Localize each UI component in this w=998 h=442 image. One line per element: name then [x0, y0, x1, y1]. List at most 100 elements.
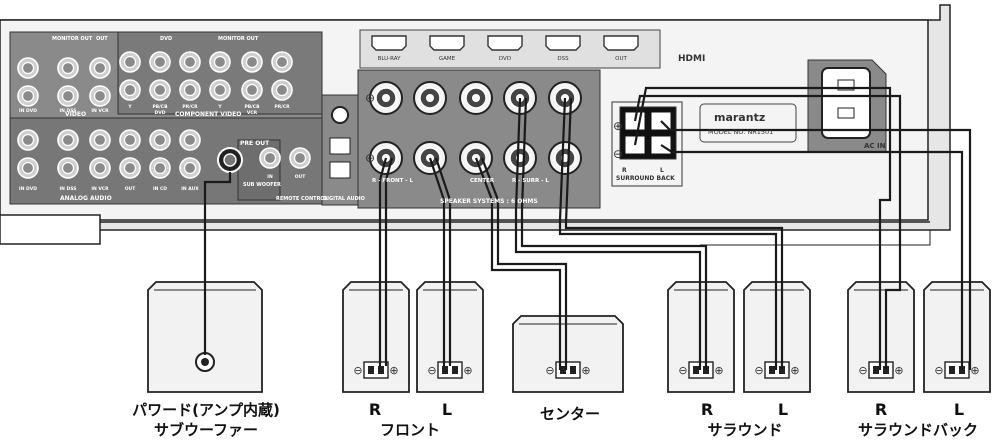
- analog-jack-label: IN DSS: [59, 186, 76, 192]
- terminal-pin: [949, 366, 955, 374]
- terminal-pin: [693, 366, 699, 374]
- rca-jack-inner: [183, 133, 197, 147]
- subwoofer-wire: [203, 172, 232, 355]
- digital-audio-label: DIGITAL AUDIO: [323, 196, 365, 202]
- rca-jack-inner: [21, 89, 35, 103]
- front-l-label: L: [441, 400, 453, 419]
- plus-icon: ⊕: [463, 364, 472, 377]
- wire: [434, 157, 452, 366]
- model-number: MODEL NO. NR1501: [708, 128, 773, 136]
- rca-jack-inner: [61, 133, 75, 147]
- plus-icon: ⊕: [581, 364, 590, 377]
- rca-jack-inner: [275, 83, 289, 97]
- rca-jack-inner: [123, 133, 137, 147]
- rca-jack-inner: [153, 83, 167, 97]
- wire: [633, 94, 902, 370]
- speaker-wires: [203, 86, 972, 370]
- front-terminal-label: R - FRONT - L: [372, 178, 413, 184]
- component-jack-label: Y: [127, 104, 132, 110]
- component-sub-label: VCR: [247, 110, 258, 116]
- ac-inlet: [807, 59, 887, 153]
- rca-jack-inner: [123, 161, 137, 175]
- wire: [564, 97, 784, 370]
- hdmi-port-label: BLU-RAY: [378, 56, 402, 62]
- terminal-pin: [873, 366, 879, 374]
- component-jack-label: PR/CR: [274, 104, 290, 110]
- front-r-label: R: [368, 400, 382, 419]
- minus-icon: ⊖: [427, 364, 436, 377]
- surround-back-l: L: [660, 167, 664, 174]
- analog-jack-label: IN CD: [153, 186, 167, 192]
- surround-back-label: SURROUND BACK: [616, 175, 675, 182]
- rca-jack-inner: [183, 55, 197, 69]
- hdmi-port: [487, 35, 523, 51]
- surround-back-l-label: L: [953, 400, 965, 419]
- hdmi-port: [371, 35, 407, 51]
- minus-icon: ⊖: [545, 364, 554, 377]
- pre-out-label: PRE OUT: [240, 140, 270, 147]
- rca-jack-inner: [263, 151, 277, 165]
- rca-jack-inner: [153, 55, 167, 69]
- minus-icon: ⊖: [754, 364, 763, 377]
- minus-icon: ⊖: [613, 147, 623, 161]
- surround-back-r-label: R: [874, 400, 888, 419]
- video-label: VIDEO: [65, 111, 86, 118]
- rca-jack-inner: [153, 133, 167, 147]
- pre-out-jack-inner: [223, 153, 237, 167]
- hdmi-port-label: GAME: [439, 56, 456, 62]
- terminal-pin: [368, 366, 374, 374]
- subwoofer-caption-line2: サブウーファー: [153, 421, 259, 439]
- analog-jack-label: OUT: [125, 186, 136, 192]
- wire: [378, 157, 388, 366]
- surround-caption: サラウンド: [707, 421, 783, 439]
- surround-back-r: R: [622, 167, 627, 174]
- video-jack-label: IN DVD: [19, 108, 37, 114]
- analog-jack-label: IN DVD: [19, 186, 37, 192]
- front-caption: フロント: [379, 421, 440, 439]
- speaker-cabinet: [512, 315, 624, 393]
- binding-post-hole: [426, 94, 434, 102]
- terminal-pin: [769, 366, 775, 374]
- analog-audio-label: ANALOG AUDIO: [60, 195, 112, 202]
- remote-jack-label: OUT: [295, 174, 306, 180]
- monitor-out-label: MONITOR OUT: [218, 36, 259, 42]
- rca-jack-inner: [93, 133, 107, 147]
- component-jack-label: PB/CB: [244, 104, 260, 110]
- plus-icon: ⊕: [970, 364, 979, 377]
- rca-jack-inner: [123, 55, 137, 69]
- rca-jack-inner: [21, 133, 35, 147]
- surround-l-label: L: [777, 400, 789, 419]
- hdmi-port: [429, 35, 465, 51]
- hdmi-port: [545, 35, 581, 51]
- component-video-label: COMPONENT VIDEO: [175, 111, 241, 118]
- speaker-terminal: [944, 361, 970, 379]
- subwoofer-caption-line1: パワード(アンプ内蔵): [132, 401, 280, 419]
- wire: [514, 97, 702, 370]
- digital-panel: [321, 94, 359, 206]
- rca-jack-inner: [61, 61, 75, 75]
- center-caption: センター: [539, 405, 600, 423]
- minus-icon: ⊖: [365, 151, 375, 165]
- wire: [428, 157, 446, 366]
- wire: [384, 157, 394, 366]
- rca-jack-inner: [245, 55, 259, 69]
- ac-in-label: AC IN: [864, 142, 886, 150]
- rca-jack-inner: [21, 61, 35, 75]
- component-jack-label: PB/CB: [152, 104, 168, 110]
- component-jack-label: Y: [217, 104, 222, 110]
- surround-r-label: R: [700, 400, 714, 419]
- hdmi-port-label: DSS: [557, 56, 569, 62]
- component-sub-label: DVD: [155, 110, 166, 116]
- minus-icon: ⊖: [858, 364, 867, 377]
- wire: [660, 144, 964, 370]
- remote-jack-label: IN: [267, 174, 273, 180]
- rca-jack-inner: [293, 151, 307, 165]
- wire: [520, 97, 708, 370]
- terminal-pin: [570, 366, 576, 374]
- model-plate: [699, 103, 797, 143]
- wire: [474, 157, 562, 370]
- rca-jack-inner: [61, 89, 75, 103]
- plus-icon: ⊕: [714, 364, 723, 377]
